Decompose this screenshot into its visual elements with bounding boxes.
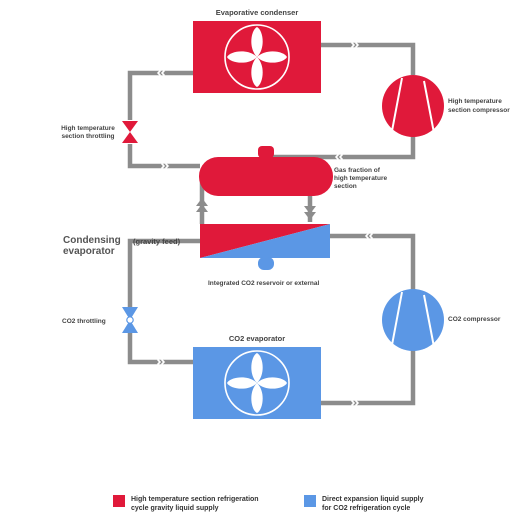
co2-evaporator (193, 347, 321, 419)
compressor-icon (391, 291, 435, 348)
arrow-down-icon (304, 206, 316, 214)
co2-compressor (382, 289, 444, 351)
pipe-co2-throttling-to-co2-evaporator (127, 333, 193, 365)
pipe-co2-compressor-to-condensing-evaporator (330, 233, 416, 290)
evaporative-condenser (193, 21, 321, 93)
condensing-evaporator-label-line2: evaporator (63, 246, 115, 257)
arrow-up-icon (196, 204, 208, 212)
pipe-condensing-evaporator-to-co2-throttling (127, 238, 200, 307)
gas-fraction-label-line3: section (334, 183, 357, 190)
legend-red-line2: cycle gravity liquid supply (131, 505, 219, 512)
co2-throttling-label: CO2 throttling (62, 318, 106, 325)
gas-fraction-label-line1: Gas fraction of (334, 167, 381, 174)
ht-throttling-label-line1: High temperature (61, 125, 115, 132)
legend-swatch-red (113, 495, 125, 507)
ht-compressor-label-line1: High temperature (448, 98, 502, 105)
condensing-evaporator-label-line1: Condensing (63, 235, 121, 246)
legend-red-line1: High temperature section refrigeration (131, 496, 259, 503)
gravity-feed-label: (gravity feed) (133, 237, 181, 246)
ht-throttling-label-line2: section throttling (61, 133, 114, 140)
ht-compressor-label-line2: section compressor (448, 107, 510, 114)
pipe-co2-evaporator-to-co2-compressor (321, 350, 416, 406)
co2-compressor-label: CO2 compressor (448, 316, 501, 323)
legend-blue-line2: for CO2 refrigeration cycle (322, 505, 410, 512)
flow-arrows (157, 42, 373, 406)
pipe-condenser-to-ht-compressor (321, 42, 416, 75)
ht-receiver (199, 146, 333, 196)
condensing-evaporator (200, 224, 330, 270)
fan-icon (224, 350, 290, 416)
compressor-icon (391, 77, 435, 134)
ht-compressor (382, 75, 444, 137)
pipe-ht-throttling-to-receiver (127, 144, 200, 169)
arrow-up-icon (196, 198, 208, 206)
ht-throttling-valve (122, 121, 138, 143)
co2-evaporator-label: CO2 evaporator (229, 334, 285, 343)
gravity-arrows (196, 198, 316, 220)
co2-throttling-valve (122, 307, 138, 333)
legend-swatch-blue (304, 495, 316, 507)
legend: High temperature section refrigeration c… (113, 495, 424, 512)
pipe-condenser-to-ht-throttling (127, 70, 193, 120)
fan-icon (224, 24, 290, 90)
evaporative-condenser-label: Evaporative condenser (216, 8, 299, 17)
legend-blue-line1: Direct expansion liquid supply (322, 496, 424, 503)
gas-fraction-label-line2: high temperature (334, 175, 387, 182)
co2-reservoir-label: Integrated CO2 reservoir or external (208, 280, 319, 287)
arrow-down-icon (304, 212, 316, 220)
